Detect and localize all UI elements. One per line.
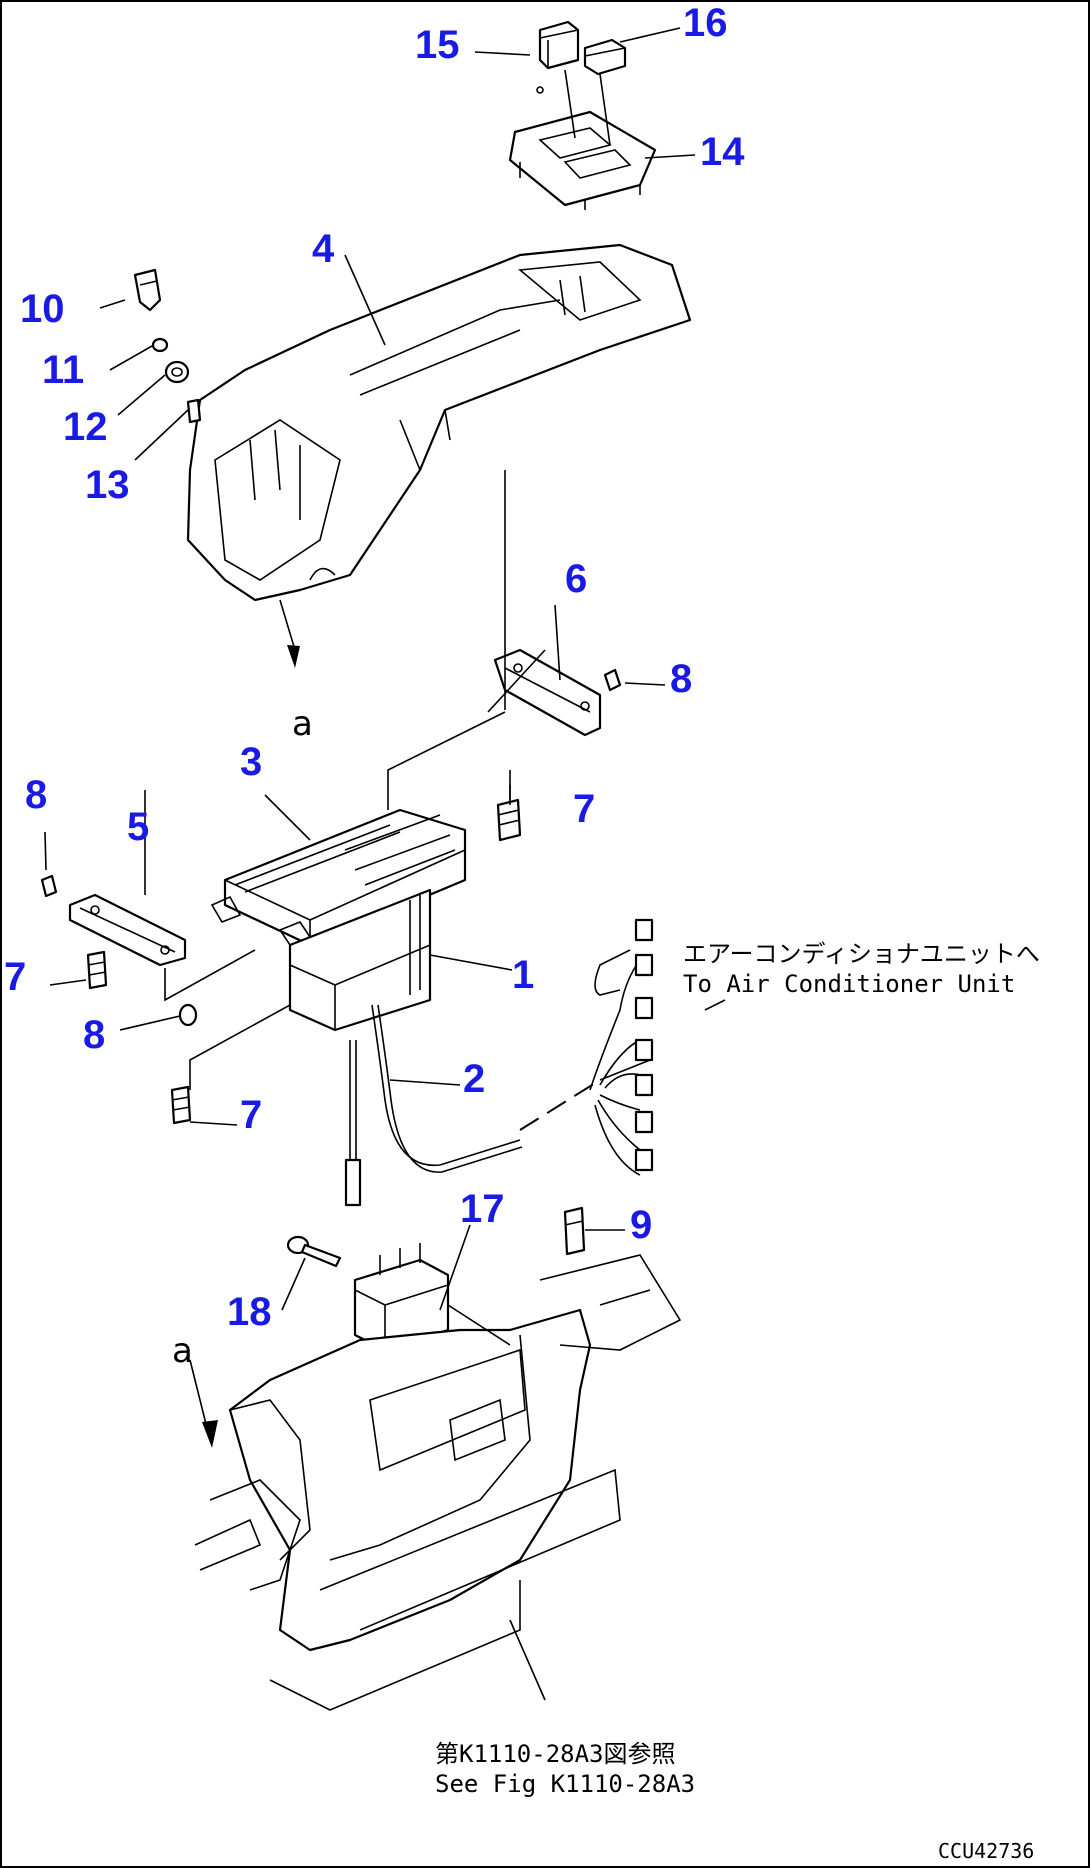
arrow-to-air-conditioner (704, 999, 726, 1011)
callout-13: 13 (85, 463, 130, 507)
part-9-bolt (563, 1206, 586, 1256)
part-16-switch (583, 38, 627, 76)
part-5-bracket (68, 893, 187, 967)
part-8-clip-right (603, 668, 622, 692)
note-air-conditioner-english: To Air Conditioner Unit (683, 970, 1015, 998)
callout-5: 5 (127, 805, 149, 849)
part-11-washer (151, 337, 169, 353)
part-13-pin (186, 398, 202, 424)
callout-4: 4 (312, 227, 335, 271)
callout-8-right: 8 (670, 657, 692, 701)
note-see-fig-japanese: 第K1110-28A3図参照 (435, 1740, 676, 1768)
assembly-lines (164, 470, 511, 1346)
part-1-controller (288, 888, 432, 1032)
part-8-clip-lower (178, 1003, 198, 1027)
callout-18: 18 (227, 1290, 272, 1334)
callout-16: 16 (683, 1, 728, 45)
arrow-see-fig (509, 1619, 546, 1701)
callout-6: 6 (565, 557, 587, 601)
callout-leaders (44, 27, 696, 1311)
part-4-console-cover (186, 243, 692, 602)
part-8-clip-left (40, 874, 58, 898)
reference-arrow-a-bottom (202, 1420, 218, 1448)
callout-7-top: 7 (573, 787, 595, 831)
part-12-nut (164, 360, 190, 384)
callout-17: 17 (460, 1187, 505, 1231)
callout-12: 12 (63, 405, 108, 449)
part-7-bolt-left (86, 950, 108, 990)
callout-10: 10 (20, 287, 65, 331)
part-2-wiring-harness (344, 949, 651, 1207)
part-3-control-unit (210, 808, 467, 949)
callout-15: 15 (415, 23, 460, 67)
part-17-relay (353, 1243, 450, 1352)
part-7-bolt-lower (170, 1085, 192, 1125)
part-6-bracket (493, 648, 602, 737)
callout-14: 14 (700, 130, 745, 174)
harness-connectors (634, 918, 654, 1172)
callout-7-left: 7 (4, 955, 26, 999)
part-15-switch (536, 20, 580, 94)
reference-arrow-a-top (287, 645, 300, 668)
callout-1: 1 (512, 953, 534, 997)
note-see-fig-english: See Fig K1110-28A3 (435, 1770, 695, 1798)
console-stand-frame (194, 1254, 682, 1711)
callout-7-lower: 7 (240, 1093, 262, 1137)
reference-letter-a-top: a (292, 704, 313, 744)
callout-8-left: 8 (25, 773, 47, 817)
callout-11: 11 (42, 348, 84, 392)
drawing-code: CCU42736 (938, 1839, 1034, 1863)
callout-9: 9 (630, 1203, 652, 1247)
part-18-bolt (286, 1235, 342, 1268)
callout-2: 2 (463, 1057, 485, 1101)
part-7-bolt-top (496, 798, 522, 842)
callout-3: 3 (240, 740, 262, 784)
callout-8-lower: 8 (83, 1013, 105, 1057)
part-14-switch-plate (508, 69, 657, 210)
part-10-screw (133, 268, 162, 312)
note-air-conditioner-japanese: エアーコンディショナユニットへ (683, 940, 1040, 968)
reference-letter-a-bottom: a (172, 1331, 193, 1371)
